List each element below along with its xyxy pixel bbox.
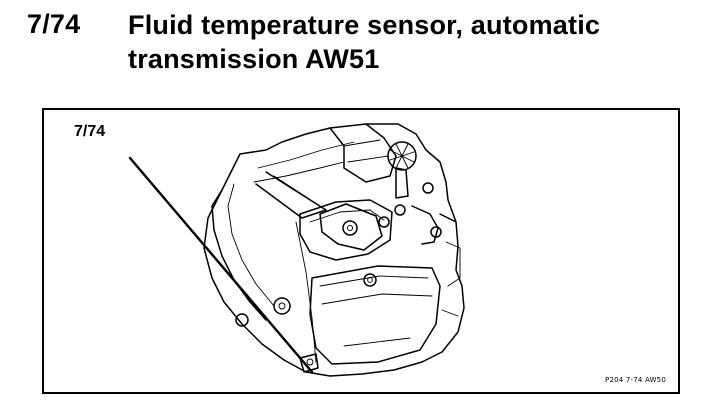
callout-label: 7/74 — [74, 123, 106, 140]
fluid-temperature-sensor — [299, 353, 319, 373]
figure-frame: 7/74 P204 7-74 AW50 — [42, 108, 680, 394]
transmission-drawing — [128, 123, 465, 377]
transmission-housing — [203, 123, 465, 377]
page-title: Fluid temperature sensor, automatic tran… — [128, 8, 688, 76]
page-title-line-2: transmission AW51 — [128, 44, 380, 74]
callout-leader-line — [128, 156, 314, 374]
page-heading: 7/74 Fluid temperature sensor, automatic… — [0, 0, 704, 92]
figure-reference: P204 7-74 AW50 — [605, 376, 666, 384]
page-title-line-1: Fluid temperature sensor, automatic — [128, 10, 601, 40]
component-code: 7/74 — [27, 9, 81, 39]
selector-lever-assembly — [295, 141, 439, 363]
